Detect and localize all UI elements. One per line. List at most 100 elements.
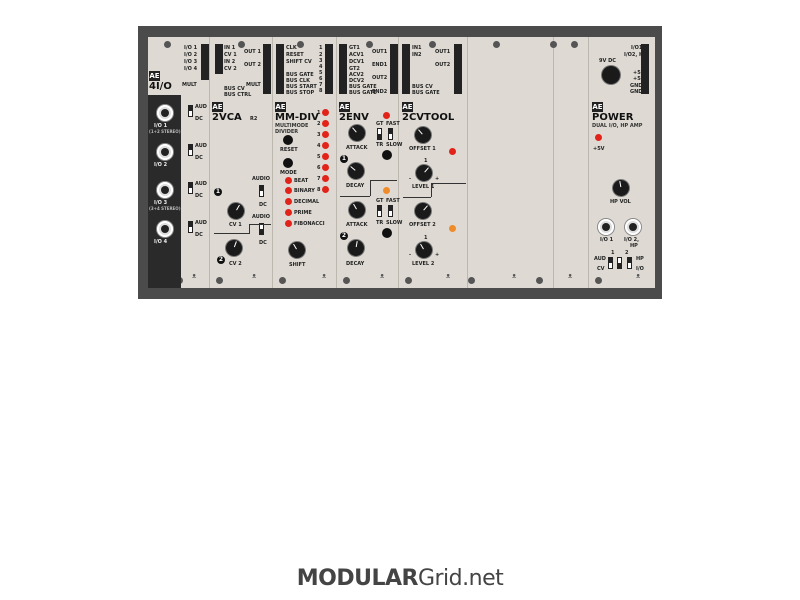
screw [550, 41, 557, 48]
jack-power-io1[interactable] [598, 219, 614, 235]
io2-aud-cv-switch[interactable] [617, 257, 622, 269]
out-header [390, 44, 398, 94]
jack-label: I/O 1 [154, 123, 168, 129]
env1-trigger-button[interactable] [382, 150, 392, 160]
mode-option: BEAT [294, 178, 309, 184]
audio-dc-switch-1[interactable] [259, 185, 264, 197]
module-title: MM-DIV [275, 112, 319, 123]
gt-tr-switch-1[interactable] [377, 128, 382, 140]
channel-2-badge: 2 [217, 256, 225, 264]
aud-dc-switch-4[interactable] [188, 221, 193, 233]
screw [164, 41, 171, 48]
scale-minus: - [409, 252, 412, 258]
header-label: GND [630, 89, 643, 95]
module-divider [588, 37, 589, 288]
module-title: 2VCA [212, 112, 242, 123]
ae-logo: AE [149, 71, 160, 81]
module-divider [398, 37, 399, 288]
jack-io4[interactable] [157, 221, 173, 237]
fast-label: FAST [386, 121, 400, 127]
mode-button[interactable] [283, 158, 293, 168]
io1-aud-cv-switch[interactable] [608, 257, 613, 269]
scale-plus: + [435, 252, 440, 258]
header-label: GND [630, 83, 643, 89]
header-label: ACV2 [349, 72, 364, 78]
out-header [325, 44, 333, 94]
channel-1-badge: 1 [340, 155, 348, 163]
aud-label: AUD [594, 256, 606, 262]
out-number: 5 [319, 70, 323, 76]
audio-label: AUDIO [252, 176, 271, 182]
switch-2-label: 2 [625, 250, 629, 256]
header-label: BUS START [286, 84, 317, 90]
offset2-label: OFFSET 2 [409, 222, 436, 228]
divider-line [340, 196, 370, 197]
aud-dc-switch-1[interactable] [188, 105, 193, 117]
module-title: 2CVTOOL [402, 112, 455, 123]
reset-button[interactable] [283, 135, 293, 145]
jack-io3[interactable] [157, 182, 173, 198]
revision-label: R2 [250, 116, 258, 122]
modulargrid-logo[interactable]: MODULARGrid.net [0, 566, 800, 591]
header-label: BUS GATE [412, 90, 440, 96]
brand-bold: MODULAR [296, 566, 419, 591]
output-led [322, 164, 329, 171]
fast-slow-switch-1[interactable] [388, 128, 393, 140]
mult-label: MULT [182, 82, 197, 88]
screw [343, 277, 350, 284]
io2-label: I/O 2, [624, 237, 640, 243]
aud-dc-switch-2[interactable] [188, 144, 193, 156]
shift-label: SHIFT [289, 262, 306, 268]
bus-header [402, 44, 410, 94]
env2-trigger-button[interactable] [382, 228, 392, 238]
out-number: 6 [317, 165, 321, 171]
jack-power-io2-hp[interactable] [625, 219, 641, 235]
jack-label: I/O 4 [154, 239, 168, 245]
header-label: +5 [633, 70, 641, 76]
out-label: OUT2 [372, 75, 388, 81]
bus-header [276, 44, 284, 94]
output-led [322, 142, 329, 149]
module-divider [209, 37, 210, 288]
brand-light: Grid.net [417, 566, 504, 591]
screw [571, 41, 578, 48]
slow-label: SLOW [386, 220, 403, 226]
dc-in-label: 9V DC [599, 58, 616, 64]
fast-slow-switch-2[interactable] [388, 205, 393, 217]
header-label: I/O1 [631, 45, 643, 51]
aud-dc-switch-3[interactable] [188, 182, 193, 194]
output-led [322, 120, 329, 127]
bug-mascot-icon: ᴥ [192, 272, 197, 280]
out-number: 7 [319, 82, 323, 88]
out2-label: OUT 2 [244, 62, 261, 68]
aud-label: AUD [195, 143, 207, 149]
hp-io-switch[interactable] [627, 257, 632, 269]
module-divider [467, 37, 468, 288]
jack-io1[interactable] [157, 105, 173, 121]
fast-label: FAST [386, 198, 400, 204]
header-label: BUS CLK [286, 78, 310, 84]
output-led [322, 175, 329, 182]
attack-label: ATTACK [346, 145, 368, 151]
mode-option: DECIMAL [294, 199, 320, 205]
offset1-led [449, 148, 456, 155]
module-divider [272, 37, 273, 288]
bus-header [215, 44, 223, 74]
audio-label: AUDIO [252, 214, 271, 220]
dc-power-jack[interactable] [602, 66, 620, 84]
io1-label: I/O 1 [600, 237, 614, 243]
dc-label: DC [195, 116, 203, 122]
jack-io2[interactable] [157, 144, 173, 160]
module-subtitle: MULTIMODE [275, 123, 309, 129]
header-label: RESET [286, 52, 304, 58]
ae-logo: AE [339, 102, 350, 112]
divider-line [370, 180, 397, 181]
ae-logo: AE [275, 102, 286, 112]
jack-sublabel: (3+4 STEREO) [149, 206, 181, 211]
out-number: 3 [319, 58, 323, 64]
offset1-label: OFFSET 1 [409, 146, 436, 152]
audio-dc-switch-2[interactable] [259, 223, 264, 235]
out-number: 8 [319, 88, 323, 94]
gt-tr-switch-2[interactable] [377, 205, 382, 217]
bug-mascot-icon: ᴥ [252, 272, 257, 280]
